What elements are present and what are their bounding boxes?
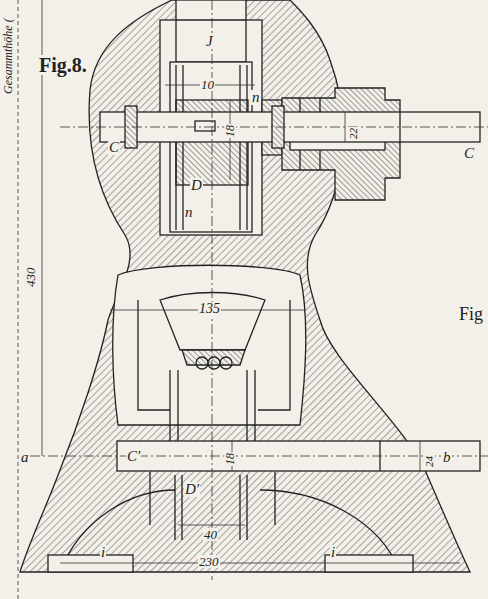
dimension-label: 18 <box>224 452 236 466</box>
dimension-label: 18 <box>224 124 236 138</box>
dimension-label: i <box>100 545 106 560</box>
dimension-label: D <box>190 178 203 193</box>
dimension-label: C <box>463 146 475 161</box>
dimension-label: J <box>205 34 214 49</box>
dimension-label: 22 <box>348 127 359 140</box>
dimension-label: D' <box>184 482 200 497</box>
dimension-label: i <box>330 545 336 560</box>
dimension-label: n <box>184 205 194 220</box>
dimension-label: C <box>108 140 120 155</box>
dimension-label: 430 <box>24 267 37 289</box>
dimension-label: 230 <box>198 555 220 568</box>
dimension-label: 10 <box>200 78 215 91</box>
dimension-label: 24 <box>424 455 435 468</box>
dimension-label: 40 <box>203 528 218 541</box>
figure-title: Fig.8. <box>38 55 88 75</box>
dimension-label: n <box>251 90 261 105</box>
dimension-label: Gesammthöhe ( <box>2 17 14 95</box>
dimension-label: a <box>20 450 30 465</box>
dimension-label: 135 <box>198 302 221 316</box>
dimension-label: C' <box>126 449 141 464</box>
dimension-label: b <box>442 450 452 465</box>
dimension-label: Fig <box>458 305 484 323</box>
